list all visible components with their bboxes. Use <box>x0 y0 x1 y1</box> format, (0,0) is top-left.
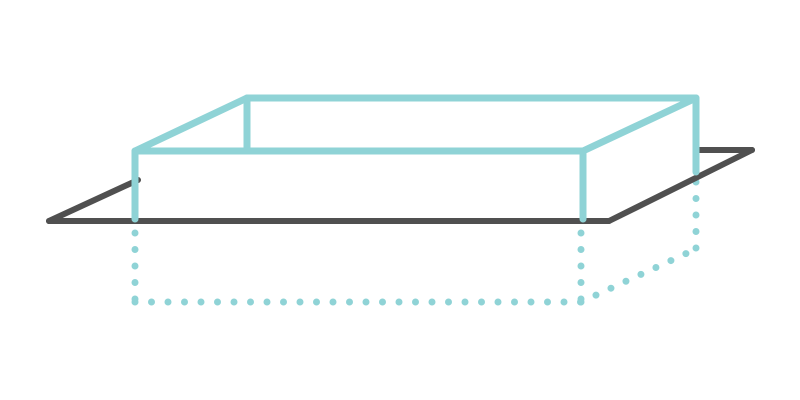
box-top-face <box>131 94 700 155</box>
visible-box-part <box>131 94 700 223</box>
plane-right-edge <box>606 147 755 224</box>
hidden-bottom-right-edge <box>577 245 700 306</box>
plane <box>46 147 755 224</box>
hidden-box-part <box>131 178 700 306</box>
plane-left-edge <box>46 177 141 224</box>
